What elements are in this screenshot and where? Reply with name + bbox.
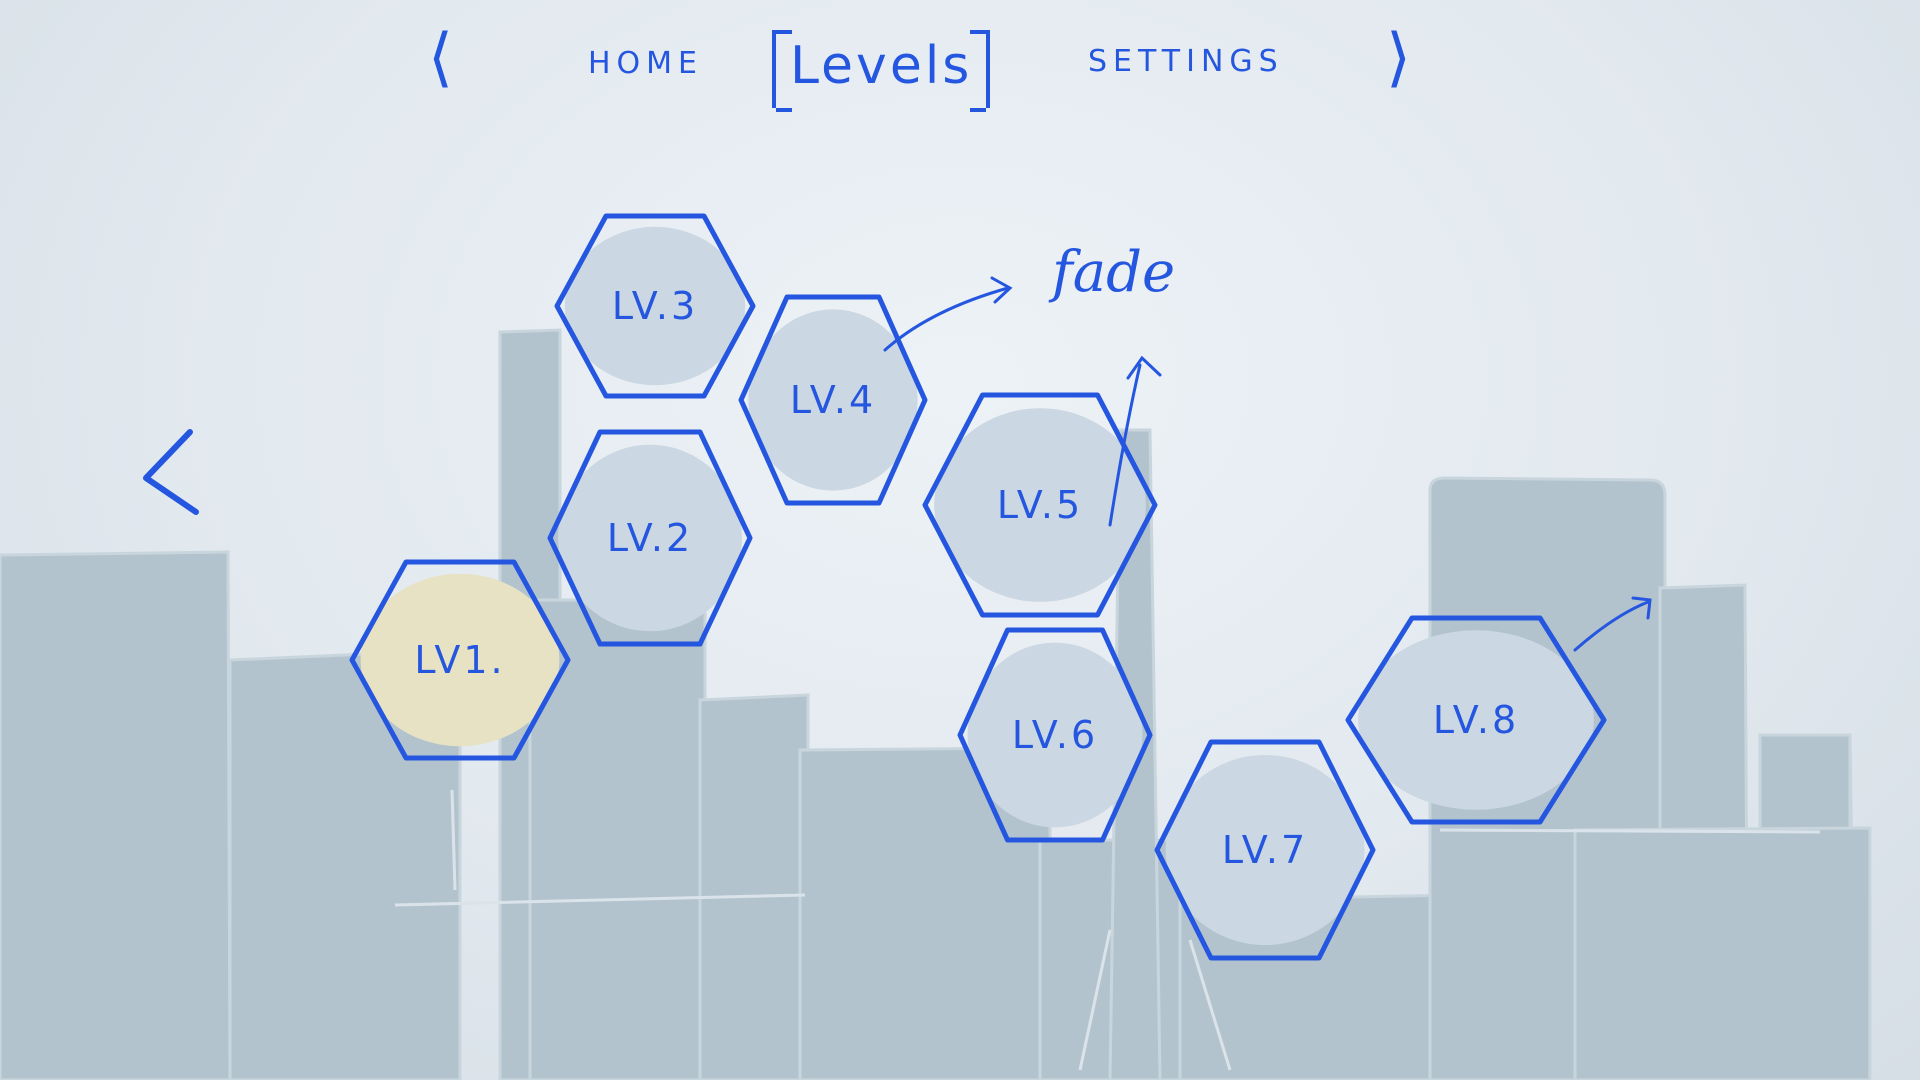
- level-tile-5[interactable]: LV.5: [922, 392, 1158, 618]
- level-tile-6[interactable]: LV.6: [957, 627, 1153, 843]
- level-tile-label: LV.8: [1433, 698, 1519, 742]
- tab-levels[interactable]: Levels: [772, 30, 991, 108]
- level-tile-2[interactable]: LV.2: [547, 429, 753, 647]
- level-tile-outline: [1345, 615, 1607, 825]
- nav-next-icon[interactable]: ⟩: [1386, 21, 1411, 95]
- level-tile-label: LV.7: [1222, 828, 1308, 872]
- level-tile-8[interactable]: LV.8: [1345, 615, 1607, 825]
- level-tile-label: LV.5: [997, 483, 1083, 527]
- fade-annotation-arrow: [883, 286, 1010, 352]
- level-tile-label: LV1.: [414, 638, 505, 682]
- level-tile-label: LV.4: [790, 378, 876, 422]
- level-tile-label: LV.3: [612, 284, 698, 328]
- level-tile-outline: [922, 392, 1158, 618]
- level-tile-outline: [957, 627, 1153, 843]
- tab-home[interactable]: HOME: [588, 46, 704, 81]
- lv5-exit-arrow: [1108, 363, 1142, 527]
- level-tile-label: LV.2: [607, 516, 693, 560]
- lv8-exit-arrow: [1573, 600, 1650, 652]
- level-tile-outline: [1154, 739, 1376, 961]
- nav-prev-icon[interactable]: ⟨: [428, 21, 453, 95]
- level-tile-1[interactable]: LV1.: [349, 559, 571, 761]
- tab-settings[interactable]: SETTINGS: [1088, 44, 1284, 79]
- level-tile-3[interactable]: LV.3: [554, 213, 756, 399]
- level-tile-4[interactable]: LV.4: [738, 294, 928, 506]
- level-tile-label: LV.6: [1012, 713, 1098, 757]
- level-tile-outline: [738, 294, 928, 506]
- level-tile-outline: [554, 213, 756, 399]
- fade-annotation-label: fade: [1052, 240, 1176, 305]
- level-tile-7[interactable]: LV.7: [1154, 739, 1376, 961]
- level-tile-outline: [349, 559, 571, 761]
- level-tile-outline: [547, 429, 753, 647]
